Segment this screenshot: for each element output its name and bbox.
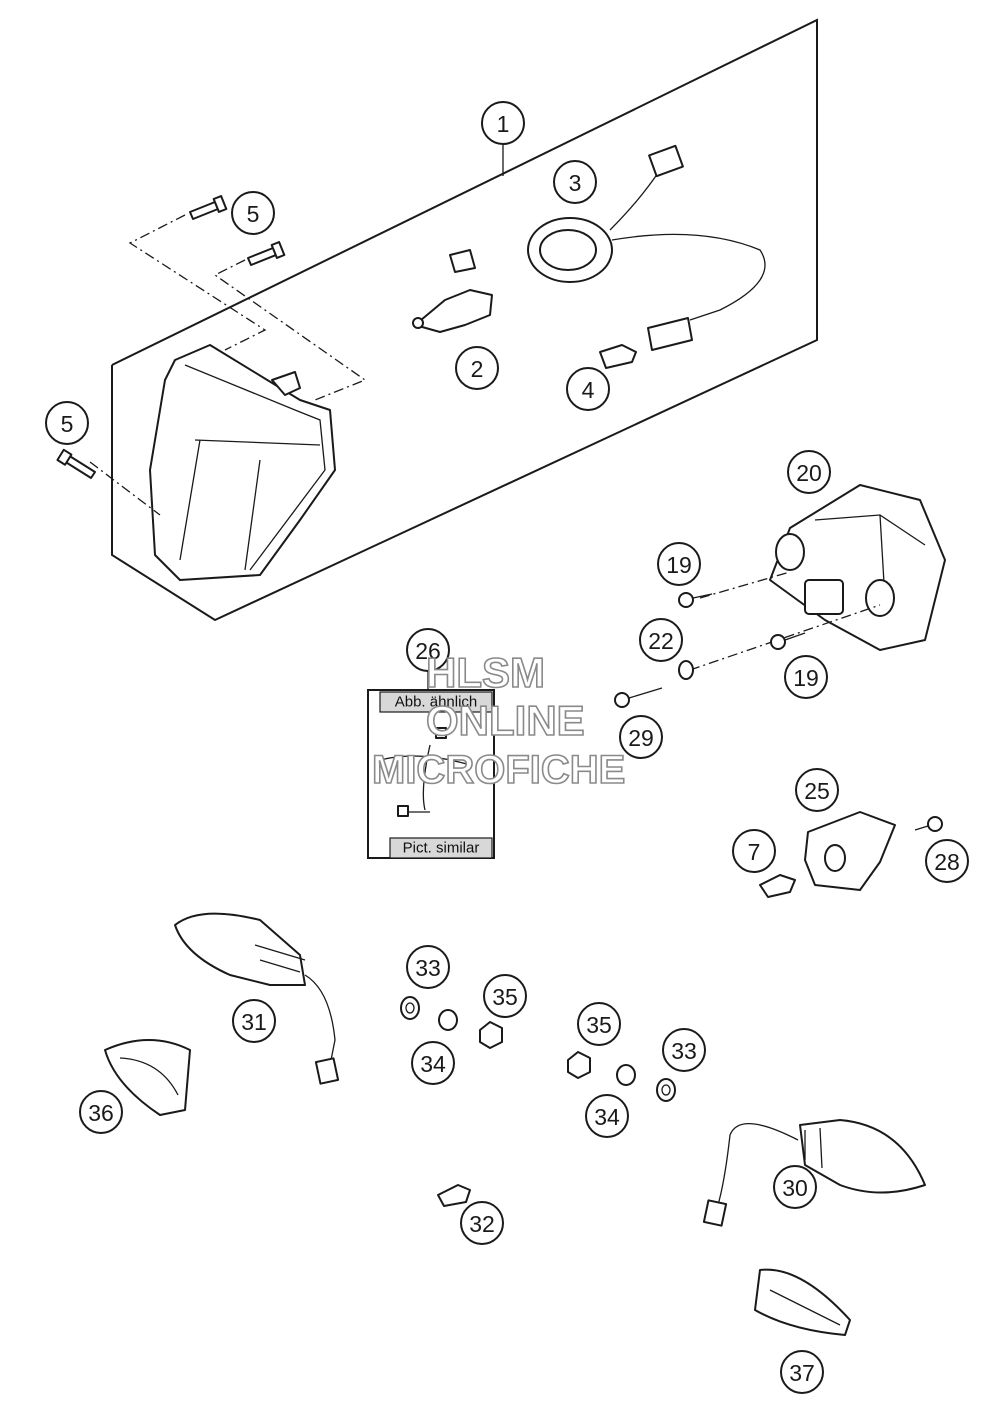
- headlight-assembly-frame: [111, 18, 818, 622]
- inset-top-label: Abb. ähnlich: [379, 691, 493, 713]
- svg-text:36: 36: [88, 1100, 114, 1126]
- svg-text:33: 33: [671, 1038, 697, 1064]
- washer-icon: [400, 996, 420, 1020]
- callout-34: 34: [585, 1094, 629, 1138]
- washer-icon: [678, 660, 694, 680]
- washer-icon: [656, 1078, 676, 1102]
- callout-36: 36: [79, 1090, 123, 1134]
- bulb-socket-icon: [527, 144, 766, 351]
- callout-29: 29: [619, 715, 663, 759]
- svg-text:19: 19: [793, 665, 819, 691]
- svg-text:32: 32: [469, 1211, 495, 1237]
- svg-text:25: 25: [804, 778, 830, 804]
- callout-37: 37: [780, 1350, 824, 1394]
- right-turn-signal-lens: [754, 1268, 851, 1336]
- svg-text:5: 5: [61, 411, 74, 437]
- screw-icon: [770, 632, 806, 650]
- turn-signal-bulb-icon: [437, 1184, 471, 1207]
- callout-32: 32: [460, 1201, 504, 1245]
- callout-26: 26: [406, 628, 450, 672]
- callout-5: 5: [231, 191, 275, 235]
- svg-text:37: 37: [789, 1360, 815, 1386]
- svg-text:7: 7: [748, 839, 761, 865]
- callout-35: 35: [483, 974, 527, 1018]
- callout-35: 35: [577, 1002, 621, 1046]
- callout-4: 4: [566, 367, 610, 411]
- screw-icon: [56, 448, 96, 479]
- svg-text:33: 33: [415, 955, 441, 981]
- headlight-bulb-icon: [412, 249, 493, 333]
- svg-text:5: 5: [247, 201, 260, 227]
- lock-washer-icon: [438, 1009, 458, 1031]
- nut-icon: [567, 1051, 591, 1079]
- svg-text:2: 2: [471, 356, 484, 382]
- watermark-line-3: MICROFICHE: [372, 748, 625, 792]
- svg-text:35: 35: [586, 1012, 612, 1038]
- license-light-bulb-icon: [759, 874, 796, 898]
- svg-text:19: 19: [666, 552, 692, 578]
- svg-text:20: 20: [796, 460, 822, 486]
- svg-text:28: 28: [934, 849, 960, 875]
- license-plate-light: [804, 811, 896, 891]
- screw-icon: [678, 592, 713, 608]
- svg-text:3: 3: [569, 170, 582, 196]
- parking-bulb-icon: [599, 344, 637, 369]
- screw-icon: [189, 195, 228, 220]
- callout-33: 33: [406, 945, 450, 989]
- callout-28: 28: [925, 839, 969, 883]
- watermark-line-1: HLSM: [426, 649, 545, 696]
- headlight-mask: [149, 344, 336, 581]
- svg-text:29: 29: [628, 725, 654, 751]
- svg-text:30: 30: [782, 1175, 808, 1201]
- callout-3: 3: [553, 160, 597, 204]
- callout-22: 22: [639, 618, 683, 662]
- callout-25: 25: [795, 768, 839, 812]
- callout-34: 34: [411, 1041, 455, 1085]
- callout-19: 19: [784, 655, 828, 699]
- svg-text:26: 26: [415, 638, 441, 664]
- lock-washer-icon: [616, 1064, 636, 1086]
- callout-2: 2: [455, 346, 499, 390]
- svg-text:22: 22: [648, 628, 674, 654]
- callout-19: 19: [657, 542, 701, 586]
- left-turn-signal-lens: [104, 1039, 191, 1116]
- watermark-line-2: ONLINE: [426, 697, 585, 744]
- callout-1: 1: [481, 101, 525, 145]
- callout-30: 30: [773, 1165, 817, 1209]
- tail-light-leaders: [689, 571, 881, 671]
- headlight-leaders: [89, 214, 367, 516]
- left-turn-signal: [174, 912, 340, 1085]
- screw-icon: [914, 816, 943, 832]
- svg-text:Pict. similar: Pict. similar: [403, 840, 480, 857]
- callout-33: 33: [662, 1028, 706, 1072]
- nut-icon: [479, 1021, 503, 1049]
- tail-light: [769, 484, 946, 651]
- screw-icon: [247, 241, 286, 266]
- svg-text:1: 1: [497, 111, 510, 137]
- callout-20: 20: [787, 450, 831, 494]
- right-turn-signal: [702, 1119, 926, 1227]
- svg-text:35: 35: [492, 984, 518, 1010]
- svg-text:34: 34: [420, 1051, 446, 1077]
- svg-text:4: 4: [582, 377, 595, 403]
- svg-text:31: 31: [241, 1009, 267, 1035]
- wiring-inset: Abb. ähnlich Pict. similar: [367, 664, 495, 859]
- inset-bottom-label: Pict. similar: [389, 837, 493, 859]
- callout-31: 31: [232, 999, 276, 1043]
- screw-icon: [614, 687, 663, 708]
- watermark: HLSM ONLINE MICROFICHE: [371, 648, 626, 793]
- callout-7: 7: [732, 829, 776, 873]
- callout-5: 5: [45, 401, 89, 445]
- svg-text:Abb. ähnlich: Abb. ähnlich: [395, 694, 478, 711]
- svg-text:34: 34: [594, 1104, 620, 1130]
